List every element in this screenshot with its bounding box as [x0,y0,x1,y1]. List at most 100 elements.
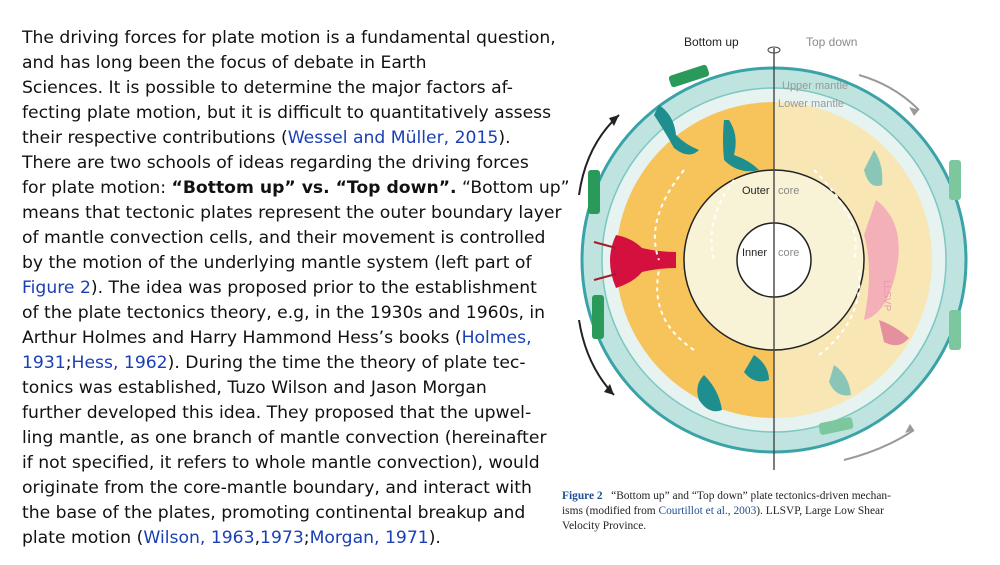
text-span: fecting plate motion, but it is difficul… [22,103,552,123]
text-span: their respective contributions ( [22,128,288,148]
text-span: ). During the time the theory of plate t… [167,353,526,373]
label-top-down: Top down [806,35,857,49]
llsvp-plume [879,320,909,346]
text-span: the base of the plates, promoting contin… [22,503,526,523]
arrow-head [905,424,914,433]
text-span: ). [498,128,511,148]
text-span: means that tectonic plates represent the… [22,203,562,223]
plate-block [668,64,710,88]
arrow-head [604,384,614,395]
citation-link-courtillot[interactable]: Courtillot et al., 2003 [658,505,757,517]
text-line: by the motion of the underlying mantle s… [22,251,552,276]
citation-link-morgan[interactable]: Morgan, 1971 [309,528,429,548]
slab-teal [744,355,769,382]
arrow-head [909,107,919,116]
slab-teal [697,375,722,412]
text-line: for plate motion: “Bottom up” vs. “Top d… [22,176,570,201]
text-span: further developed this idea. They propos… [22,403,532,423]
text-span: There are two schools of ideas regarding… [22,153,529,173]
text-span: of mantle convection cells, and their mo… [22,228,546,248]
citation-link-hess[interactable]: Hess, 1962 [71,353,168,373]
text-span: plate motion ( [22,528,144,548]
convection-arrow [813,169,857,261]
citation-link-wessel-muller[interactable]: Wessel and Müller, 2015 [287,128,499,148]
plate-motion-arrow-faded [858,74,920,111]
plate-block-faded [818,417,854,435]
text-line: the base of the plates, promoting contin… [22,501,552,526]
citation-link-holmes[interactable]: Holmes, [461,328,532,348]
text-span: Sciences. It is possible to determine th… [22,78,513,98]
text-line: means that tectonic plates represent the… [22,201,562,226]
text-span: The driving forces for plate motion is a… [22,28,556,48]
slab-teal-faded [864,150,883,186]
body-text: The driving forces for plate motion is a… [22,26,570,551]
slab-teal [723,120,759,172]
figure-2-link[interactable]: Figure 2 [22,278,91,298]
convection-arrow [653,169,685,261]
mantle-plume [610,235,676,288]
text-line: originate from the core-mantle boundary,… [22,476,552,501]
plume-rift-line [593,241,617,249]
text-span: ). [428,528,441,548]
plate-block-faded [949,310,961,350]
mantle-convection-diagram: Bottom up Top down Upper mantle Lower ma… [578,35,968,470]
text-line: plate motion (Wilson, 1963,1973;Morgan, … [22,526,552,551]
slab-teal [654,105,699,155]
text-line: fecting plate motion, but it is difficul… [22,101,552,126]
text-line: further developed this idea. They propos… [22,401,552,426]
citation-link-wilson-1973[interactable]: 1973 [260,528,304,548]
text-span: tonics was established, Tuzo Wilson and … [22,378,487,398]
label-outer-core: core [778,185,799,197]
text-span: originate from the core-mantle boundary,… [22,478,532,498]
figure-label: Figure 2 [562,490,603,502]
caption-text: ). LLSVP, Large Low Shear [756,505,884,517]
plate-motion-arrow-faded [843,429,915,461]
text-span: ). The idea was proposed prior to the es… [90,278,537,298]
citation-link-wilson-1963[interactable]: Wilson, 1963 [143,528,255,548]
plume-rift-line [593,273,617,281]
label-upper-mantle: Upper mantle [782,80,848,92]
text-span: ling mantle, as one branch of mantle con… [22,428,547,448]
text-span: and has long been the focus of debate in… [22,53,427,73]
text-span: , [254,528,261,548]
text-span: “Bottom up” [456,178,570,198]
text-line: The driving forces for plate motion is a… [22,26,556,51]
caption-text: “Bottom up” and “Top down” plate tectoni… [602,490,891,502]
text-line: of mantle convection cells, and their mo… [22,226,552,251]
rotation-axis-icon [767,46,781,54]
text-line: Arthur Holmes and Harry Hammond Hess’s b… [22,326,552,351]
text-line: Sciences. It is possible to determine th… [22,76,552,101]
label-lower-mantle: Lower mantle [778,98,844,110]
plate-block [588,170,600,214]
text-line: Figure 2). The idea was proposed prior t… [22,276,552,301]
text-line: their respective contributions (Wessel a… [22,126,552,151]
label-inner: Inner [742,247,767,259]
label-outer: Outer [742,185,770,197]
label-inner-core: core [778,247,799,259]
text-line: ling mantle, as one branch of mantle con… [22,426,552,451]
text-span: by the motion of the underlying mantle s… [22,253,532,273]
text-span: ; [303,528,310,548]
slab-teal-faded [829,365,851,396]
text-line: of the plate tectonics theory, e.g, in t… [22,301,552,326]
convection-arrow [656,269,695,351]
citation-link-holmes-year[interactable]: 1931 [22,353,66,373]
convection-arrow [818,269,861,356]
text-span: ; [65,353,72,373]
caption-text: Velocity Province. [562,520,647,532]
text-line: and has long been the focus of debate in… [22,51,552,76]
llsvp-shape [864,200,899,320]
text-span: of the plate tectonics theory, e.g, in t… [22,303,546,323]
plate-block-faded [949,160,961,200]
plate-block [592,295,604,339]
figure-caption: Figure 2 “Bottom up” and “Top down” plat… [562,489,982,534]
label-bottom-up: Bottom up [684,35,739,49]
text-span: for plate motion: [22,178,172,198]
text-span: Arthur Holmes and Harry Hammond Hess’s b… [22,328,462,348]
text-line: 1931;Hess, 1962). During the time the th… [22,351,552,376]
text-span: if not specified, it refers to whole man… [22,453,540,473]
arrow-head [609,115,619,126]
convection-arrow [710,179,735,261]
text-line: There are two schools of ideas regarding… [22,151,552,176]
caption-text: isms (modified from [562,505,659,517]
